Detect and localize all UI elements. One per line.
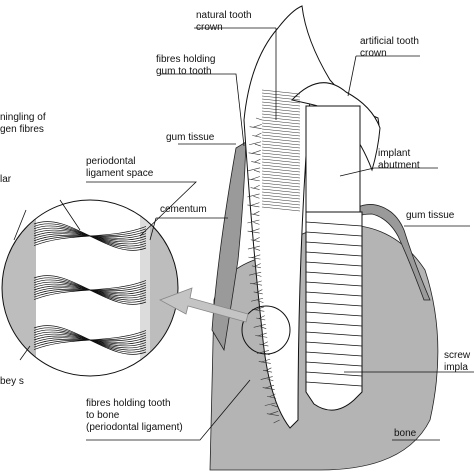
label-screw-implant: screw impla bbox=[444, 350, 473, 373]
gum-tissue-right bbox=[355, 204, 431, 301]
periodontal-fibres bbox=[247, 89, 301, 424]
gum-tissue-left bbox=[211, 141, 247, 352]
label-sharpey: bey s bbox=[0, 376, 24, 387]
label-intermingling: ningling of gen fibres bbox=[0, 112, 48, 135]
label-alveolar: lar bbox=[0, 174, 12, 185]
implant-abutment bbox=[305, 105, 361, 213]
label-pdl-space: periodontal ligament space bbox=[86, 156, 154, 179]
leader-lines bbox=[13, 27, 474, 441]
label-implant-abutment: implant abutment bbox=[378, 148, 420, 171]
pointer-arrow bbox=[159, 287, 249, 323]
label-bone: bone bbox=[394, 428, 417, 439]
label-gum-tissue-left: gum tissue bbox=[166, 132, 215, 143]
screw-threads bbox=[305, 211, 363, 387]
label-natural-crown: natural tooth crown bbox=[196, 10, 254, 33]
implant-screw bbox=[305, 211, 363, 411]
label-artificial-crown: artificial tooth crown bbox=[360, 36, 422, 59]
label-cementum: cementum bbox=[160, 204, 207, 215]
label-fibres-gum: fibres holding gum to tooth bbox=[156, 54, 218, 77]
label-gum-tissue-right: gum tissue bbox=[406, 210, 455, 221]
magnifier-circle bbox=[241, 305, 291, 355]
label-fibres-bone: fibres holding tooth to bone (periodonta… bbox=[86, 398, 183, 433]
